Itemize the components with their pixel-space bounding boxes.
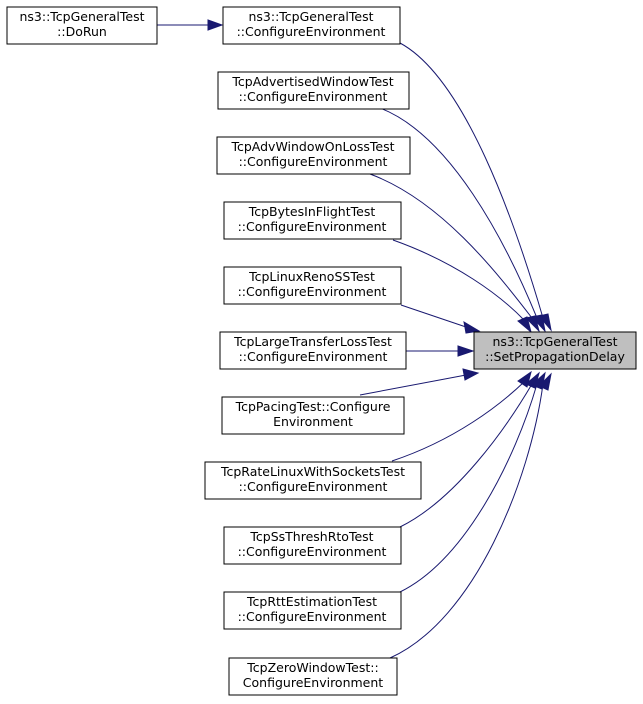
node-label-line1: TcpRttEstimationTest [246,594,377,609]
node-advertised-window[interactable]: TcpAdvertisedWindowTest ::ConfigureEnvir… [217,71,410,110]
edge-pacing-to-target [359,374,467,396]
edge-arrowhead [207,19,224,31]
node-label-line1: TcpLargeTransferLossTest [233,334,392,349]
node-adv-window-on-loss[interactable]: TcpAdvWindowOnLossTest ::ConfigureEnviro… [216,136,411,175]
node-label-line2: ::ConfigureEnvironment [238,544,387,559]
edge-arrowhead [457,345,475,357]
edge-rate-linux-with-sockets-to-target [391,381,525,462]
edge-arrowhead [517,316,532,334]
node-label-line2: ::DoRun [57,24,107,39]
node-label-line2: ConfigureEnvironment [243,675,383,690]
edge-bytes-in-flight-to-target [392,239,525,321]
node-rtt-estimation[interactable]: TcpRttEstimationTest ::ConfigureEnvironm… [223,591,402,630]
edges [157,19,552,659]
node-label-line1: ns3::TcpGeneralTest [248,9,373,24]
node-label-line2: Environment [273,414,353,429]
node-label-line1: TcpRateLinuxWithSocketsTest [220,464,405,479]
node-label-line1: TcpPacingTest::Configure [235,399,391,414]
node-label-line1: ns3::TcpGeneralTest [492,334,617,349]
edge-arrowhead [462,368,480,381]
edge-linux-reno-ss-to-target [400,304,467,328]
node-general-configure[interactable]: ns3::TcpGeneralTest ::ConfigureEnvironme… [222,6,401,45]
edge-arrowhead [525,315,540,333]
node-label-line2: ::ConfigureEnvironment [237,24,386,39]
node-label-line1: TcpZeroWindowTest:: [246,660,378,675]
node-label-line1: TcpAdvWindowOnLossTest [230,139,394,154]
node-label-line1: ns3::TcpGeneralTest [19,9,144,24]
node-target-set-propagation-delay[interactable]: ns3::TcpGeneralTest ::SetPropagationDela… [473,331,637,370]
node-zero-window[interactable]: TcpZeroWindowTest:: ConfigureEnvironment [228,657,398,696]
node-label-line2: ::ConfigureEnvironment [239,89,388,104]
node-label-line2: ::ConfigureEnvironment [239,479,388,494]
node-pacing[interactable]: TcpPacingTest::Configure Environment [221,396,405,435]
edge-adv-window-on-loss-to-target [369,173,533,319]
node-rate-linux-with-sockets[interactable]: TcpRateLinuxWithSocketsTest ::ConfigureE… [204,461,422,500]
edge-general-configure-to-target [399,42,544,319]
node-label-line2: ::ConfigureEnvironment [239,154,388,169]
node-caller-dorun[interactable]: ns3::TcpGeneralTest ::DoRun [6,6,158,45]
edge-ss-thresh-rto-to-target [399,383,533,528]
node-large-transfer-loss[interactable]: TcpLargeTransferLossTest ::ConfigureEnvi… [219,331,407,370]
edge-arrowhead [463,321,481,334]
node-linux-reno-ss[interactable]: TcpLinuxRenoSSTest ::ConfigureEnvironmen… [223,266,402,305]
node-ss-thresh-rto[interactable]: TcpSsThreshRtoTest ::ConfigureEnvironmen… [223,526,402,565]
node-label-line2: ::ConfigureEnvironment [238,219,387,234]
node-label-line2: ::ConfigureEnvironment [238,284,387,299]
node-label-line2: ::ConfigureEnvironment [239,349,388,364]
edge-rtt-estimation-to-target [399,383,538,593]
node-label-line1: TcpSsThreshRtoTest [249,529,373,544]
node-label-line2: ::SetPropagationDelay [485,349,625,364]
edge-zero-window-to-target [389,383,544,659]
node-label-line1: TcpBytesInFlightTest [248,204,376,219]
node-bytes-in-flight[interactable]: TcpBytesInFlightTest ::ConfigureEnvironm… [223,201,402,240]
node-label-line1: TcpLinuxRenoSSTest [248,269,375,284]
edge-arrowhead [538,372,552,391]
node-label-line1: TcpAdvertisedWindowTest [231,74,393,89]
edge-advertised-window-to-target [379,107,538,319]
node-label-line2: ::ConfigureEnvironment [238,609,387,624]
